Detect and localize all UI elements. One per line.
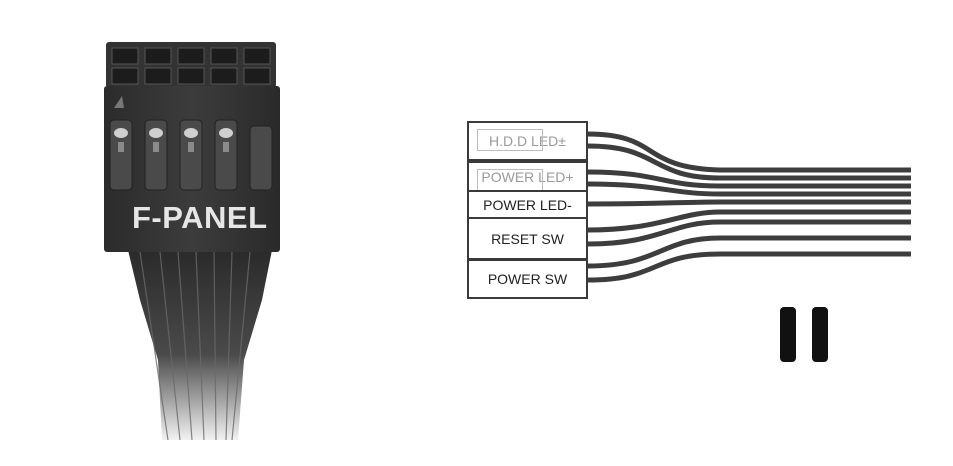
wire-bundle [587,131,911,283]
pin-label-text: POWER LED- [483,196,572,213]
connector-label: F-PANEL [132,200,268,235]
pin-label-power-led-plus: POWER LED+ [467,161,588,192]
pin-label-power-led-minus: POWER LED- [467,190,588,219]
pin-label-hdd-led: H.D.D LED± [467,121,588,161]
cable-bundle [128,250,272,441]
pin-label-text: POWER LED+ [481,168,574,185]
pin-label-power-sw: POWER SW [467,259,588,299]
pause-icon [780,307,828,362]
pin-label-reset-sw: RESET SW [467,217,588,260]
pin-label-text: POWER SW [487,271,568,287]
pin-label-text: RESET SW [491,230,564,247]
wire-terminals [109,119,273,191]
pin-label-text: H.D.D LED± [489,133,566,149]
